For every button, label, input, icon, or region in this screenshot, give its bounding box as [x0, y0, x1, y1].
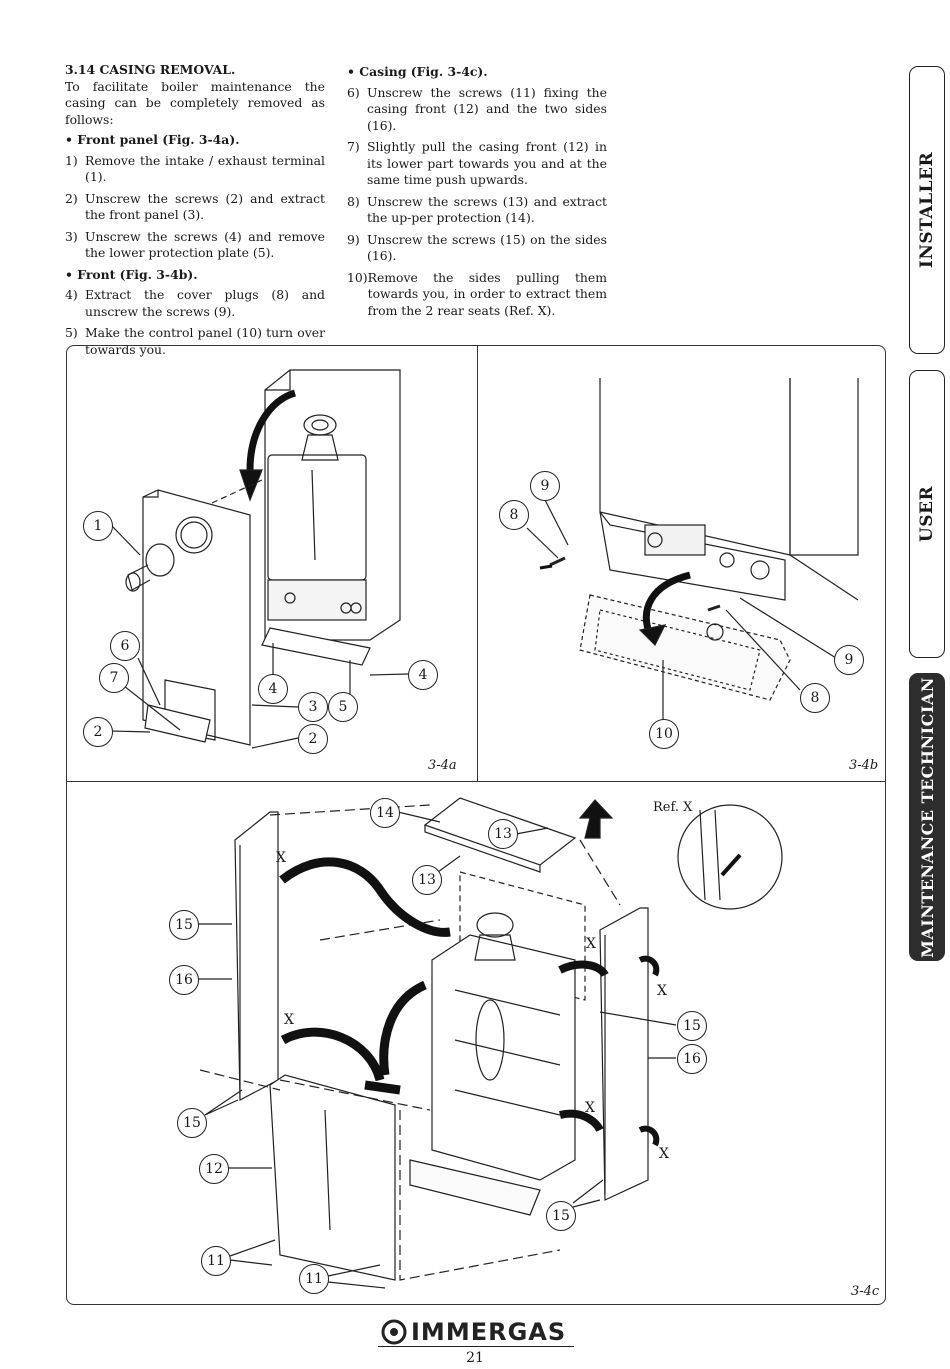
- ref-x-mark: X: [585, 1100, 595, 1116]
- ref-x-mark: X: [659, 1146, 669, 1162]
- callout-fig-c: 13: [412, 865, 442, 895]
- tab-user[interactable]: USER: [909, 370, 945, 658]
- callout-fig-c: 16: [677, 1044, 707, 1074]
- callout-fig-b: 8: [800, 683, 830, 713]
- brand-logo-text: IMMERGAS: [411, 1318, 567, 1346]
- step-item: 3)Unscrew the screws (4) and remove the …: [65, 228, 325, 261]
- callout-fig-a: 2: [83, 717, 113, 747]
- callout-fig-b: 9: [834, 645, 864, 675]
- step-item: 9)Unscrew the screws (15) on the sides (…: [347, 231, 607, 264]
- callout-fig-c: 15: [169, 910, 199, 940]
- callout-fig-a: 5: [328, 692, 358, 722]
- figure-label-3-4b: 3-4b: [849, 758, 879, 773]
- logo-symbol-icon: [381, 1319, 407, 1345]
- ref-x-mark: X: [586, 936, 596, 952]
- callout-fig-a: 4: [258, 674, 288, 704]
- front-title: Front (Fig. 3-4b).: [65, 267, 325, 284]
- ref-x-mark: X: [276, 850, 286, 866]
- step-item: 8)Unscrew the screws (13) and extract th…: [347, 193, 607, 226]
- callout-fig-b: 8: [499, 500, 529, 530]
- section-tabs: INSTALLER USER MAINTENANCE TECHNICIAN: [909, 0, 945, 1369]
- ref-x-mark: X: [657, 983, 667, 999]
- callout-fig-a: 4: [408, 660, 438, 690]
- figure-label-3-4a: 3-4a: [428, 758, 457, 773]
- step-item: 4)Extract the cover plugs (8) and unscre…: [65, 287, 325, 319]
- callout-fig-c: 11: [299, 1264, 329, 1294]
- callout-fig-c: 11: [201, 1246, 231, 1276]
- callout-fig-c: 15: [546, 1201, 576, 1231]
- page-number: 21: [466, 1350, 484, 1366]
- callout-fig-a: 2: [298, 724, 328, 754]
- fig-a-boiler-illustration: [110, 369, 409, 749]
- callout-fig-b: 10: [649, 719, 679, 749]
- figure-frame: [66, 345, 886, 1305]
- step-item: 7)Slightly pull the casing front (12) in…: [347, 139, 607, 187]
- step-item: 10)Remove the sides pulling them towards…: [347, 269, 607, 318]
- figure-label-3-4c: 3-4c: [851, 1284, 880, 1299]
- step-item: 2)Unscrew the screws (2) and extract the…: [65, 190, 325, 223]
- callout-fig-c: 14: [370, 798, 400, 828]
- text-column-left: 3.14 CASING REMOVAL. To facilitate boile…: [65, 62, 325, 363]
- footer-rule: [378, 1346, 574, 1347]
- fig-b-control-panel-illustration: [526, 378, 859, 720]
- casing-steps: 6)Unscrew the screws (11) fixing the cas…: [347, 85, 607, 320]
- ref-x-label: Ref. X: [653, 800, 693, 815]
- callout-fig-c: 15: [677, 1011, 707, 1041]
- front-panel-title: Front panel (Fig. 3-4a).: [65, 132, 325, 149]
- callout-fig-a: 6: [110, 631, 140, 661]
- section-heading: 3.14 CASING REMOVAL.: [65, 62, 236, 77]
- figure-divider-horizontal: [67, 781, 885, 782]
- tab-maintenance-technician[interactable]: MAINTENANCE TECHNICIAN: [909, 673, 945, 961]
- fig-c-casing-illustration: [196, 797, 783, 1289]
- callout-fig-a: 7: [99, 663, 129, 693]
- callout-fig-c: 13: [488, 819, 518, 849]
- tab-installer[interactable]: INSTALLER: [909, 66, 945, 354]
- figure-divider-vertical: [477, 346, 478, 781]
- text-column-right: Casing (Fig. 3-4c). 6)Unscrew the screws…: [347, 62, 607, 324]
- callout-fig-a: 1: [83, 511, 113, 541]
- callout-fig-c: 16: [169, 965, 199, 995]
- brand-logo: IMMERGAS: [380, 1318, 580, 1346]
- callout-fig-c: 12: [199, 1154, 229, 1184]
- section-intro: To facilitate boiler maintenance the cas…: [65, 78, 325, 127]
- casing-title: Casing (Fig. 3-4c).: [347, 64, 607, 81]
- front-panel-steps: 1)Remove the intake / exhaust terminal (…: [65, 153, 325, 262]
- front-steps: 4)Extract the cover plugs (8) and unscre…: [65, 287, 325, 358]
- callout-fig-a: 3: [298, 692, 328, 722]
- callout-fig-b: 9: [530, 471, 560, 501]
- step-item: 6)Unscrew the screws (11) fixing the cas…: [347, 84, 607, 133]
- ref-x-mark: X: [284, 1012, 294, 1028]
- callout-fig-c: 15: [177, 1108, 207, 1138]
- step-item: 1)Remove the intake / exhaust terminal (…: [65, 152, 325, 185]
- step-item: 5)Make the control panel (10) turn over …: [65, 325, 325, 357]
